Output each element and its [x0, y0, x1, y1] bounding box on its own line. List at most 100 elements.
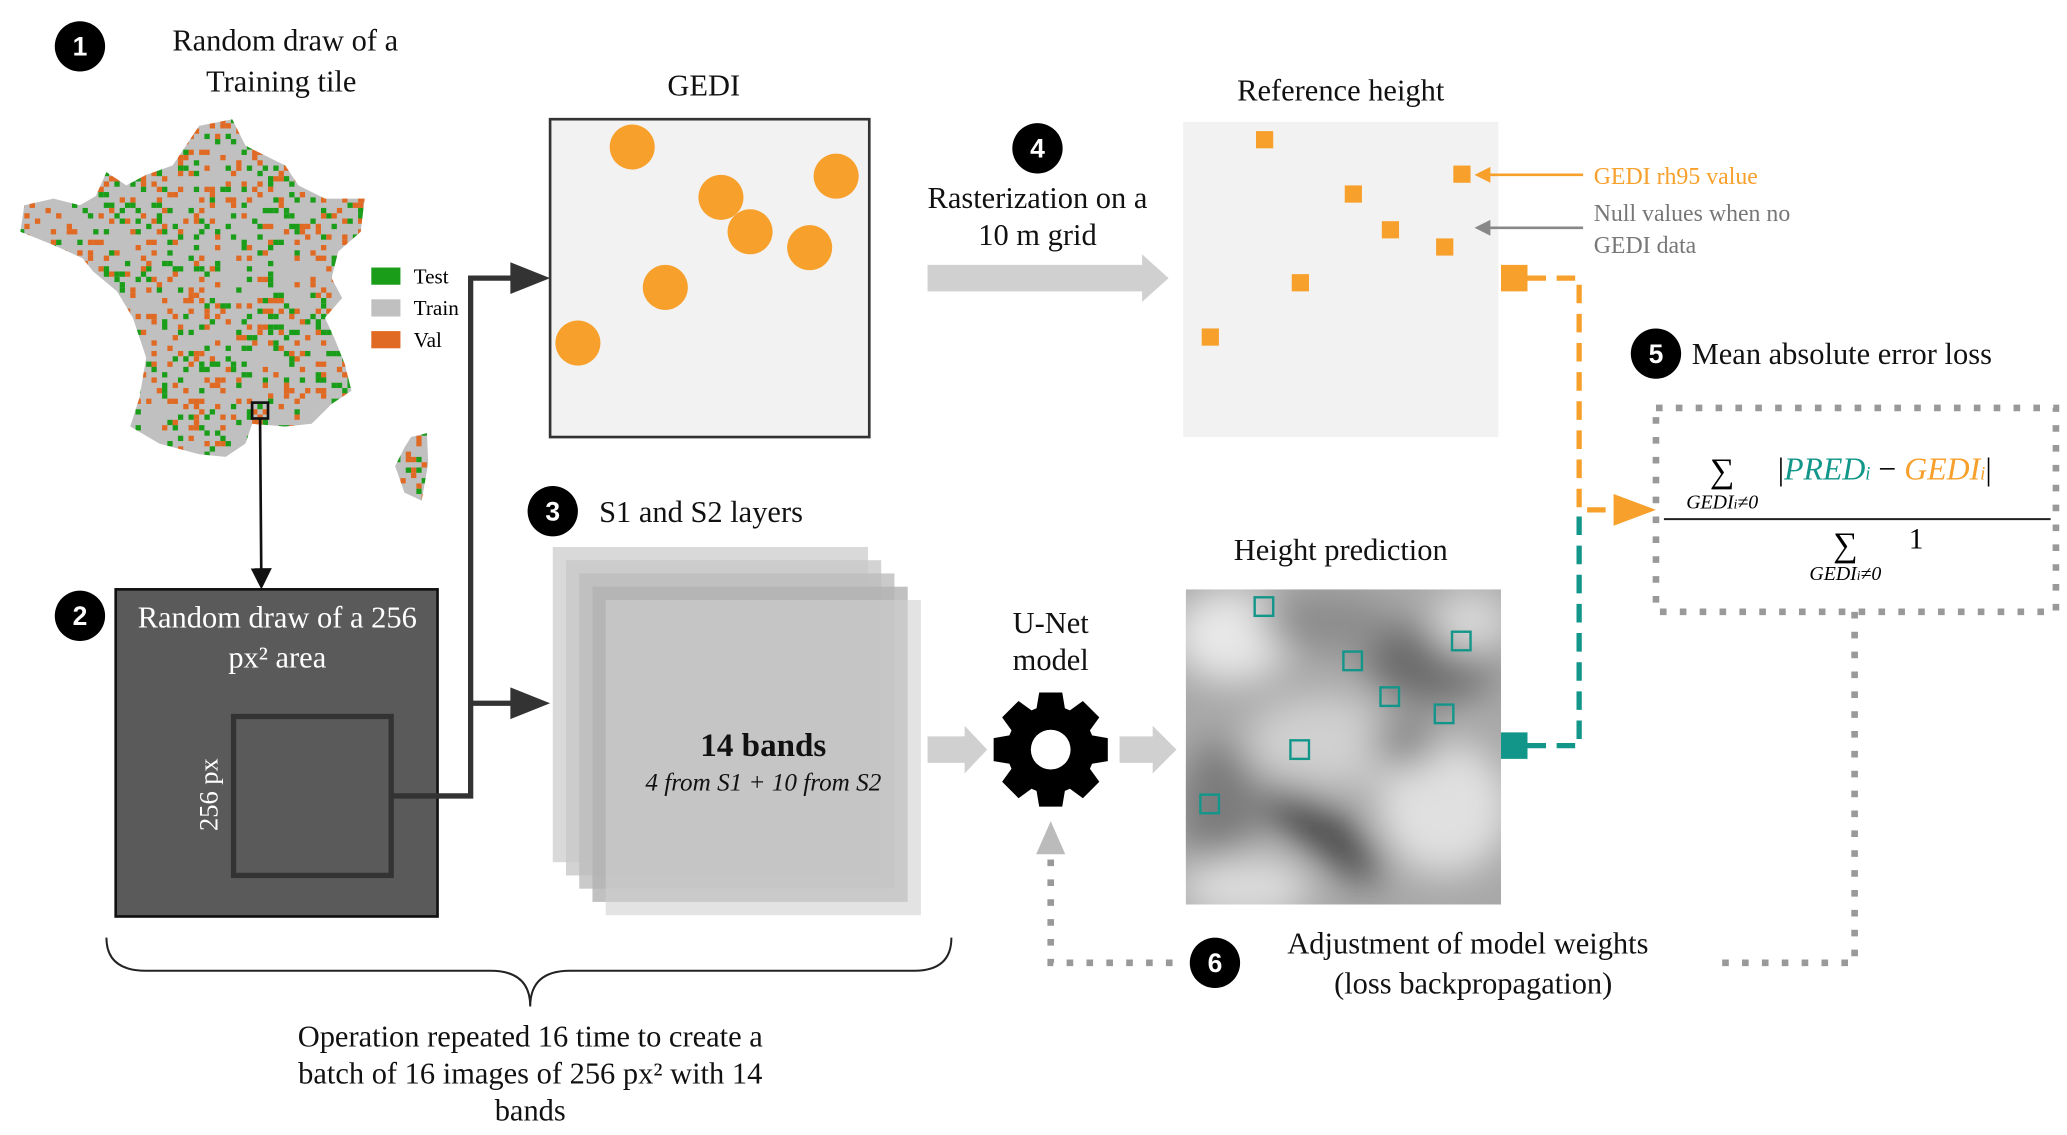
tile-val: [305, 144, 311, 150]
tile-val: [124, 456, 131, 463]
tile-val: [130, 154, 136, 161]
tile-test: [310, 113, 315, 118]
tile-test: [199, 229, 205, 235]
tile-test: [199, 266, 205, 272]
tile-test: [416, 467, 422, 473]
tile-val: [278, 170, 284, 177]
tile-val: [135, 245, 141, 251]
tile-val: [289, 425, 295, 431]
tile-test: [389, 165, 396, 171]
tile-test: [34, 170, 41, 177]
tile-test: [177, 414, 184, 420]
tile-test: [50, 361, 57, 367]
legend-swatch-val: [371, 331, 401, 349]
tile-val: [151, 170, 157, 177]
tile-val: [236, 160, 242, 166]
tile-val: [336, 462, 343, 468]
tile-val: [305, 223, 311, 230]
tile-test: [45, 139, 51, 145]
tile-val: [384, 425, 390, 431]
tile-val: [384, 456, 390, 463]
tile-val: [252, 419, 258, 426]
tile-val: [151, 181, 157, 187]
tile-val: [278, 176, 284, 182]
tile-test: [98, 430, 104, 436]
tile-test: [103, 446, 110, 452]
tile-test: [220, 493, 226, 500]
tile-test: [151, 366, 157, 373]
tile-test: [246, 276, 253, 283]
tile-test: [331, 472, 337, 479]
tile-test: [77, 239, 83, 246]
tile-test: [400, 282, 406, 288]
tile-val: [289, 350, 295, 357]
tile-test: [82, 276, 88, 283]
tile-val: [336, 419, 343, 426]
svg-text:GEDIi≠0: GEDIi≠0: [1809, 563, 1881, 585]
tile-test: [379, 234, 385, 240]
tile-val: [45, 255, 51, 261]
tile-test: [103, 271, 110, 277]
tile-val: [193, 403, 200, 410]
tile-test: [230, 493, 237, 500]
tile-test: [204, 451, 210, 457]
tile-val: [294, 282, 300, 288]
tile-val: [411, 467, 417, 473]
tile-test: [225, 223, 231, 230]
tile-val: [331, 276, 337, 283]
tile-test: [66, 271, 72, 277]
tile-val: [109, 356, 115, 362]
tile-val: [358, 255, 364, 261]
tile-test: [273, 239, 279, 246]
tile-val: [14, 203, 19, 208]
prediction-pixel: [1433, 703, 1455, 725]
tile-val: [342, 409, 348, 415]
tile-test: [268, 324, 274, 330]
tile-test: [24, 250, 30, 256]
tile-test: [384, 361, 390, 367]
tile-test: [268, 260, 274, 267]
tile-val: [29, 313, 35, 320]
tile-test: [103, 170, 110, 177]
tile-test: [262, 207, 269, 214]
tile-test: [262, 419, 269, 426]
tile-val: [146, 398, 152, 404]
tile-val: [93, 425, 99, 431]
null-annotation: GEDI data: [1594, 233, 1697, 259]
tile-val: [241, 181, 247, 187]
rasterization-label: 10 m grid: [978, 218, 1096, 252]
tile-test: [29, 419, 35, 426]
tile-val: [283, 382, 290, 389]
tile-val: [45, 488, 51, 494]
tile-test: [183, 356, 189, 362]
step-2-badge: 2: [54, 590, 106, 642]
tile-val: [342, 218, 348, 224]
tile-test: [389, 119, 396, 124]
tile-val: [395, 372, 401, 378]
tile-test: [358, 213, 364, 219]
tile-test: [188, 329, 194, 336]
step-1-badge: 1: [54, 21, 106, 72]
tile-test: [358, 207, 364, 214]
tile-val: [82, 361, 88, 367]
tile-test: [373, 393, 380, 399]
tile-val: [331, 435, 337, 442]
tile-val: [162, 297, 168, 304]
batch-note: batch of 16 images of 256 px² with 14: [298, 1056, 762, 1090]
tile-test: [368, 441, 374, 447]
step-2-title: px² area: [228, 640, 326, 674]
tile-test: [326, 505, 331, 510]
tile-val: [289, 388, 295, 394]
tile-test: [257, 403, 263, 410]
tile-test: [77, 382, 83, 389]
tile-test: [352, 234, 359, 240]
tile-test: [50, 133, 57, 140]
tile-test: [416, 139, 422, 145]
tile-test: [315, 324, 321, 330]
tile-val: [363, 255, 369, 261]
tile-val: [199, 297, 205, 304]
area-size-label: 256 px: [194, 758, 224, 831]
rasterization-arrow: [927, 254, 1169, 302]
tile-test: [135, 176, 141, 182]
